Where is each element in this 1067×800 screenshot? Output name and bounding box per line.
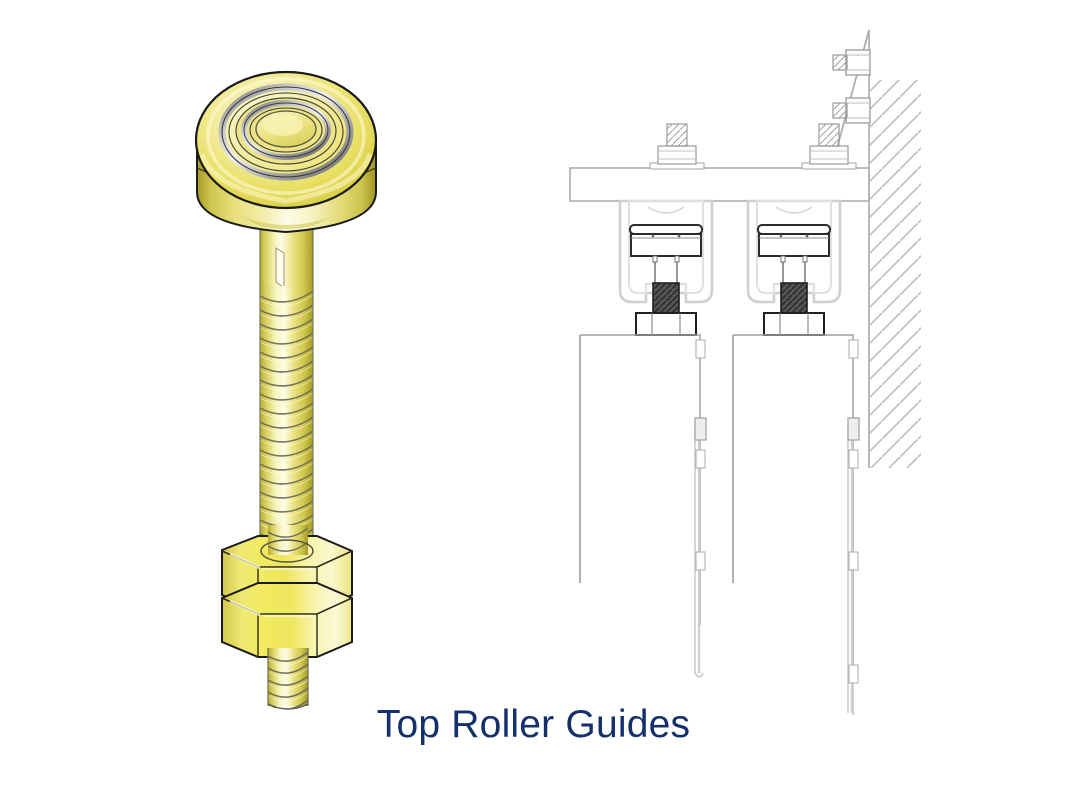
product-photo <box>150 20 450 710</box>
door-assembly-section-drawing <box>569 29 921 715</box>
door-panel-left <box>579 334 701 625</box>
roller-stem-left <box>652 255 680 316</box>
wall <box>868 30 921 468</box>
track-channel-right <box>746 199 842 304</box>
lower-hex-nut <box>221 582 353 658</box>
roller-stem-right <box>780 255 808 316</box>
roller-left <box>629 224 703 257</box>
hanger-nut-left <box>635 312 697 336</box>
support-beam <box>569 167 870 202</box>
roller-wheel <box>194 70 378 210</box>
page-title: Top Roller Guides <box>376 703 691 746</box>
track-channel-left <box>618 199 714 304</box>
wall-bolt-lower <box>832 97 871 124</box>
beam-bolt-left <box>649 123 705 170</box>
hanger-nut-right <box>763 312 825 336</box>
threaded-shank <box>259 286 314 546</box>
roller-bolt-illustration <box>194 70 378 710</box>
bearing-hub <box>218 83 354 181</box>
door-seal-right <box>847 335 860 715</box>
shaft-tail <box>267 648 309 710</box>
door-panel-right <box>732 334 854 665</box>
technical-drawing <box>540 25 950 715</box>
wall-bolt-upper <box>832 49 871 76</box>
door-seal-left <box>694 335 707 678</box>
beam-bolt-right <box>801 123 857 170</box>
roller-right <box>757 224 831 257</box>
